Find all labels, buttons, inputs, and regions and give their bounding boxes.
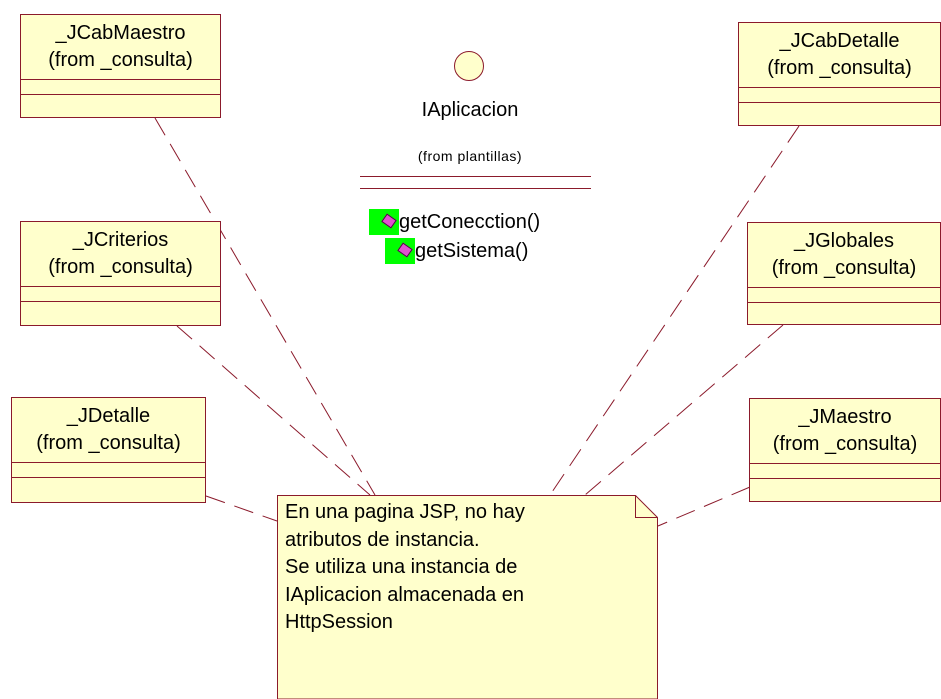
note-fold-icon [635,495,658,518]
class-header: _JCabMaestro (from _consulta) [21,15,220,79]
class-jcabdetalle[interactable]: _JCabDetalle (from _consulta) [738,22,941,126]
attributes-compartment [739,87,940,102]
operation-get-conecction[interactable]: getConecction() [369,209,540,235]
class-name: _JCabMaestro [55,22,186,44]
operations-compartment [21,94,220,109]
dependency-line-jglobales [584,324,784,496]
class-package: (from _consulta) [772,433,918,455]
attributes-compartment [12,462,205,477]
dependency-line-jmaestro [657,486,751,527]
interface-divider [360,188,591,189]
class-header: _JMaestro (from _consulta) [750,399,940,463]
class-name: _JDetalle [66,405,151,427]
class-package: (from _consulta) [48,256,193,278]
operation-icon [369,209,399,235]
note-text: En una pagina JSP, no hay atributos de i… [285,501,525,633]
note[interactable]: En una pagina JSP, no hay atributos de i… [277,495,658,699]
operation-label: getSistema() [415,239,529,262]
operations-compartment [12,477,205,492]
class-name: _JGlobales [793,230,895,252]
class-jmaestro[interactable]: _JMaestro (from _consulta) [749,398,941,502]
attributes-compartment [750,463,940,478]
class-package: (from _consulta) [36,432,181,454]
class-package: (from _consulta) [771,257,917,279]
dependency-line-jcabdetalle [549,125,800,496]
class-jdetalle[interactable]: _JDetalle (from _consulta) [11,397,206,503]
class-header: _JCabDetalle (from _consulta) [739,23,940,87]
operations-compartment [739,102,940,117]
dependency-line-jcriterios [176,325,371,496]
class-header: _JCriterios (from _consulta) [21,222,220,286]
operation-icon [385,238,415,264]
class-name: _JCabDetalle [779,30,900,52]
dependency-line-jdetalle [205,495,278,522]
class-jcabmaestro[interactable]: _JCabMaestro (from _consulta) [20,14,221,118]
class-jglobales[interactable]: _JGlobales (from _consulta) [747,222,941,325]
attributes-compartment [748,287,940,302]
class-package: (from _consulta) [48,49,193,71]
interface-icon[interactable] [454,51,484,81]
interface-name: IAplicacion [421,99,519,121]
interface-package: (from plantillas) [417,148,523,164]
class-name: _JCriterios [72,229,169,251]
class-name: _JMaestro [798,406,892,428]
operation-label: getConecction() [399,210,541,233]
note-shape [277,495,658,699]
interface-divider [360,176,591,177]
class-header: _JDetalle (from _consulta) [12,398,205,462]
operation-get-sistema[interactable]: getSistema() [385,238,528,264]
class-package: (from _consulta) [767,57,912,79]
operations-compartment [748,302,940,317]
class-jcriterios[interactable]: _JCriterios (from _consulta) [20,221,221,326]
dependency-line-jcabmaestro [154,117,376,496]
operations-compartment [750,478,940,493]
attributes-compartment [21,286,220,301]
class-header: _JGlobales (from _consulta) [748,223,940,287]
operations-compartment [21,301,220,316]
attributes-compartment [21,79,220,94]
